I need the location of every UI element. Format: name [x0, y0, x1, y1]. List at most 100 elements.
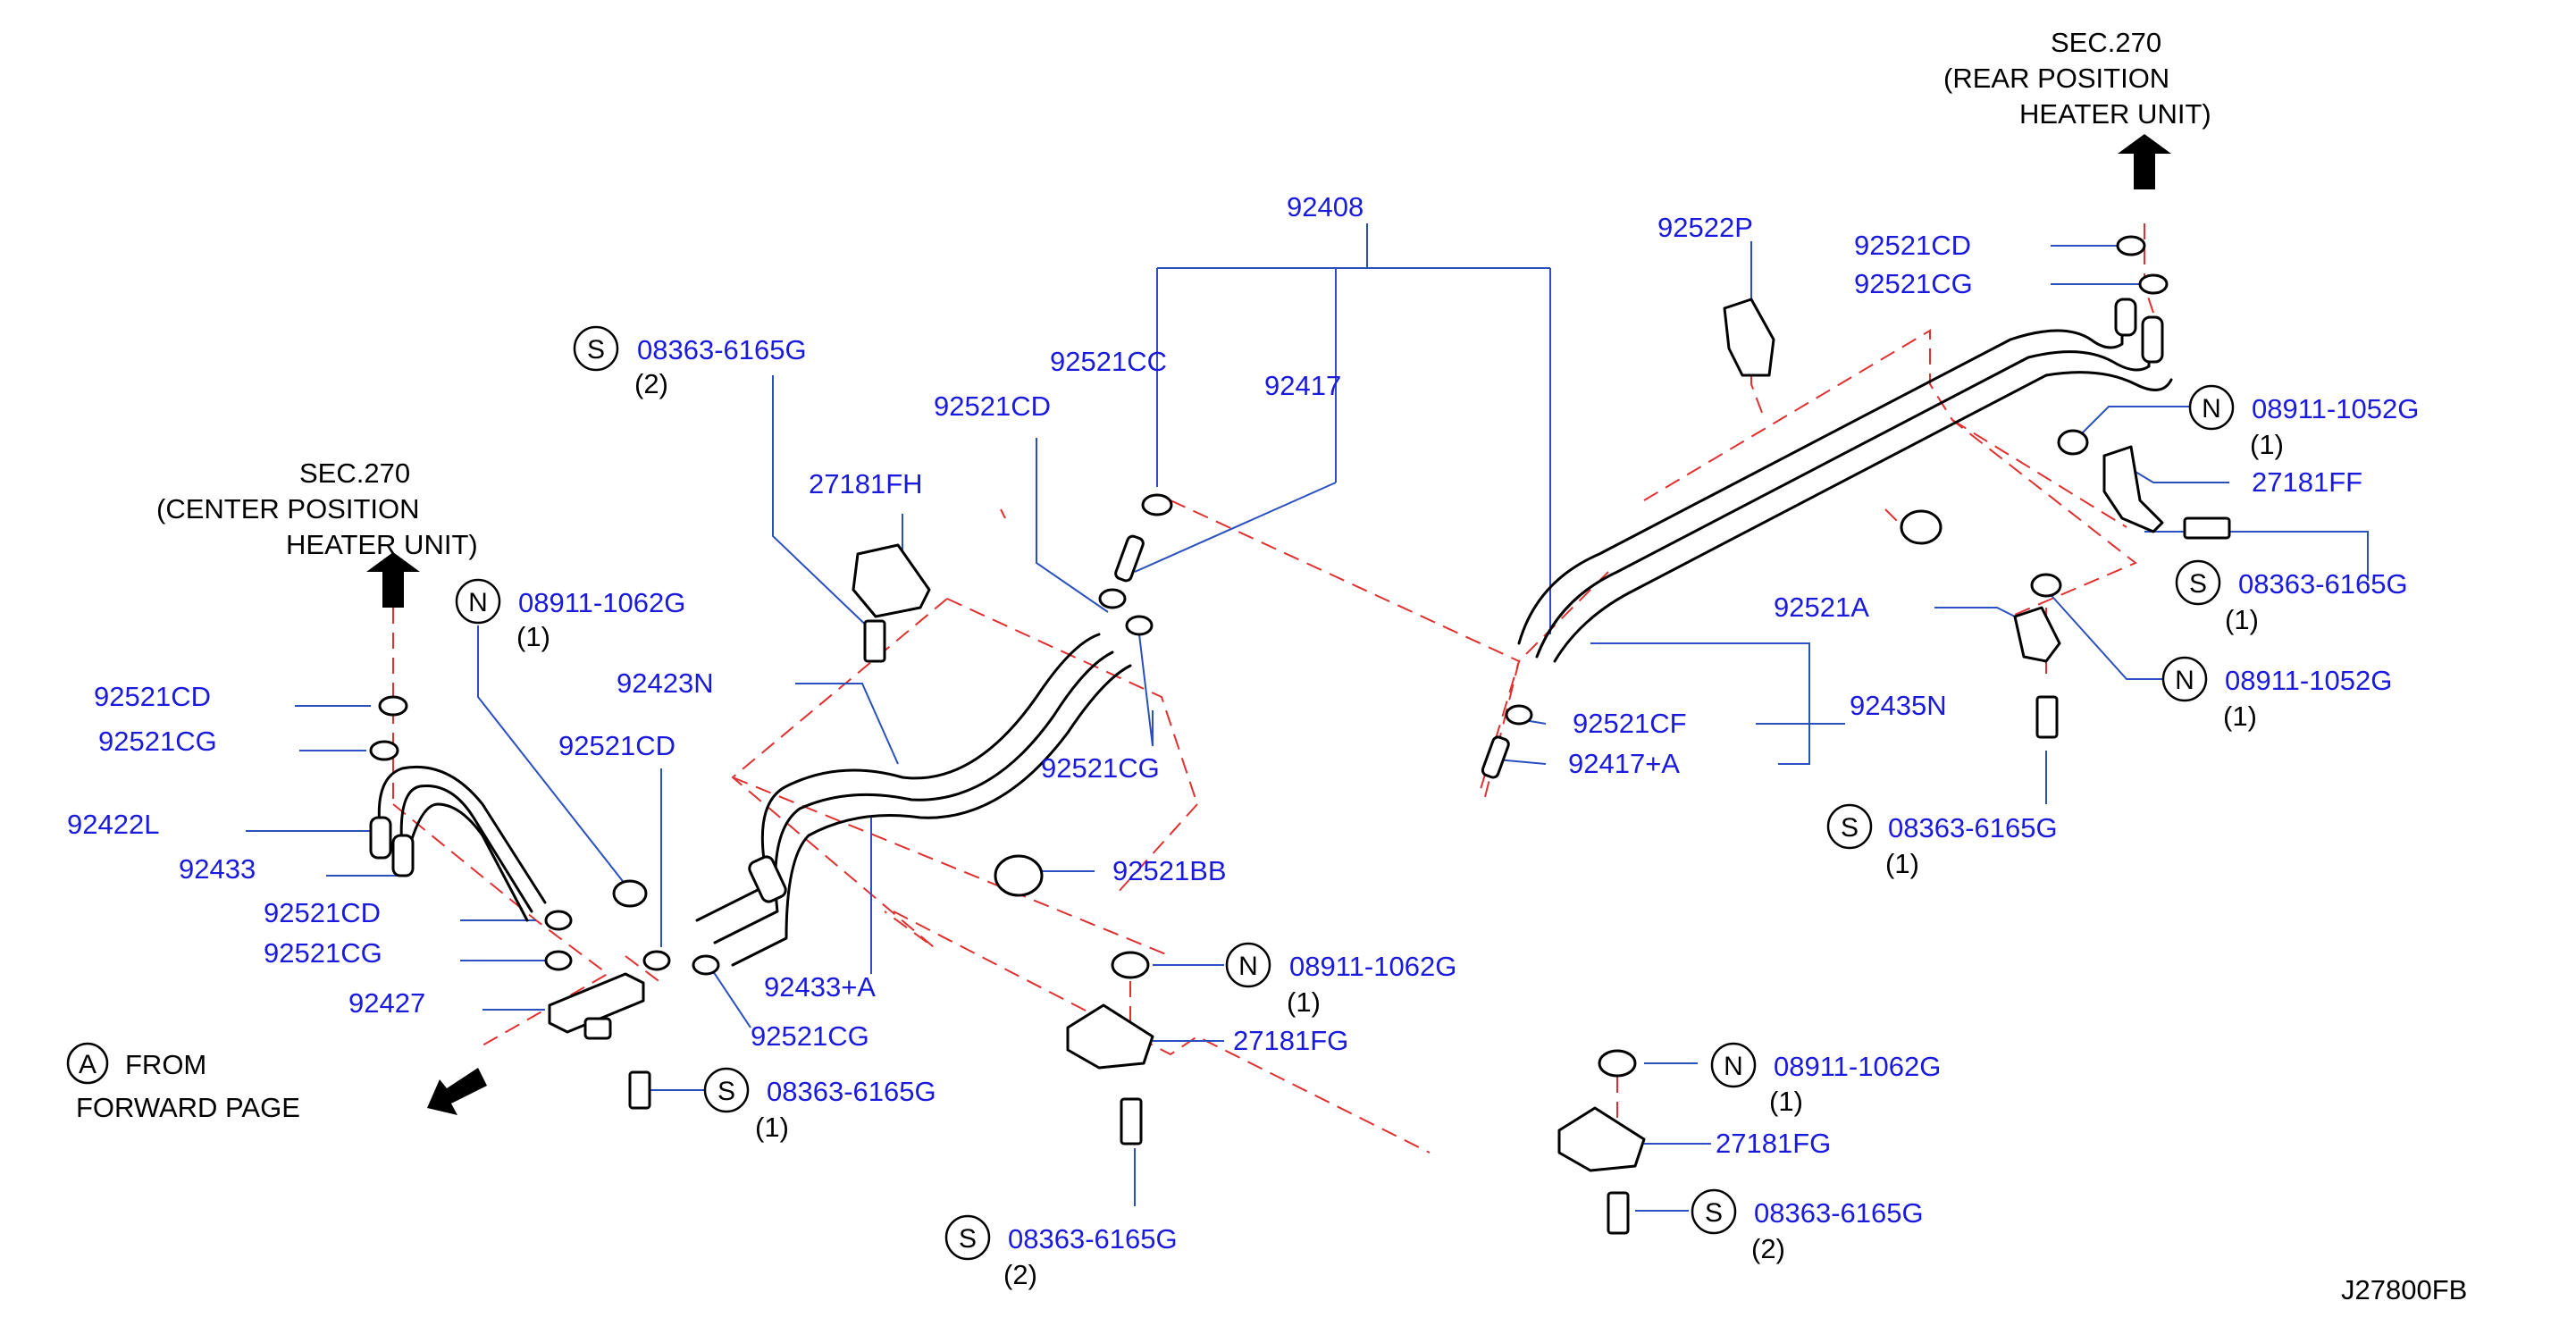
clamp-92521a [2013, 606, 2061, 663]
sec-ref-left: SEC.270 (CENTER POSITION HEATER UNIT) [156, 457, 478, 560]
callout-92423n: 92423N [617, 667, 714, 699]
from-letter-circle [66, 1042, 109, 1085]
fastener-qty: (2) [634, 368, 668, 399]
callout-92433: 92433 [179, 853, 256, 885]
fastener-callouts: S 08363-6165G (2) N 08911-1062G (1) S 08… [455, 325, 2419, 1290]
callout-92521cd-low: 92521CD [558, 730, 675, 761]
fastener-qty: (1) [2225, 604, 2259, 635]
fastener-circle [1225, 942, 1271, 988]
clamp-bb [994, 854, 1044, 897]
pipe-stub-92417a [1481, 735, 1510, 779]
fastener-letter: S [1705, 1198, 1723, 1228]
nut-left [612, 879, 648, 908]
nut-right-top [2057, 429, 2089, 456]
sec-right-line3: HEATER UNIT) [2019, 98, 2211, 130]
fastener-letter: S [2189, 569, 2207, 599]
callout-92521cf: 92521CF [1573, 708, 1687, 739]
hose-sleeve [748, 855, 787, 903]
fastener-letter: S [1841, 813, 1859, 843]
fastener-circle [1691, 1188, 1737, 1235]
fastener-circle [2188, 384, 2235, 431]
fastener-n-right-low: N 08911-1062G (1) [1710, 1042, 1941, 1117]
fastener-letter: N [2175, 666, 2194, 695]
clamp-cg-left [369, 740, 399, 761]
callout-92521cg-top: 92521CG [1854, 268, 1973, 299]
fastener-letter: N [468, 588, 488, 617]
callout-92521cc: 92521CC [1050, 346, 1167, 377]
pipe-end-top-1 [2114, 298, 2137, 337]
arrows [366, 134, 2171, 1115]
fastener-code: 08363-6165G [1008, 1223, 1178, 1255]
fastener-s-bottom-left: S 08363-6165G (1) [703, 1067, 936, 1143]
sec-right-line1: SEC.270 [2051, 27, 2161, 58]
callout-92417a: 92417+A [1568, 748, 1680, 779]
fastener-letter: N [2202, 394, 2221, 424]
part-callouts: 92408 92417 92521CC 92521CD 27181FH 9242… [67, 191, 2362, 1159]
pipe-stub [1114, 534, 1145, 583]
callout-92433a: 92433+A [764, 971, 876, 1003]
callout-92522p: 92522P [1657, 212, 1753, 243]
nut-right-mid [2030, 573, 2062, 598]
callout-92521cd-left2: 92521CD [264, 897, 381, 928]
fastener-s-right-mid: S 08363-6165G (1) [2175, 559, 2408, 635]
fastener-circle [944, 1214, 991, 1261]
clamp-cd-mid [1098, 588, 1127, 609]
fastener-letter: S [587, 335, 605, 365]
fastener-qty: (1) [1885, 848, 1919, 879]
bolt-27181fh [863, 619, 886, 663]
fastener-n-right-mid: N 08911-1052G (1) [2161, 656, 2392, 732]
fastener-code: 08363-6165G [637, 334, 807, 365]
arrow-up-left-icon [366, 552, 420, 608]
fastener-qty: (1) [1769, 1086, 1803, 1117]
fastener-letter: S [959, 1224, 977, 1254]
callout-92521cg-mid: 92521CG [1041, 752, 1160, 784]
fastener-circle [2161, 656, 2208, 702]
clip-92522p [1723, 298, 1775, 377]
nut-right-low [1598, 1049, 1637, 1078]
clamp-cd-top [2116, 235, 2146, 256]
callout-92521cd-left: 92521CD [94, 681, 211, 712]
callout-92417: 92417 [1264, 370, 1341, 401]
from-text-line1: FROM [125, 1049, 206, 1080]
callout-92521bb: 92521BB [1112, 855, 1227, 886]
fastener-code: 08911-1062G [1289, 951, 1456, 982]
fastener-qty: (2) [1751, 1233, 1785, 1264]
clamp-cg-top [2138, 273, 2169, 295]
pipe-end-top-2 [2141, 315, 2164, 364]
sec-left-line2: (CENTER POSITION [156, 493, 420, 525]
fastener-qty: (1) [1287, 986, 1321, 1018]
fastener-code: 08363-6165G [1888, 812, 2058, 843]
callout-27181ff: 27181FF [2252, 466, 2362, 498]
bracket-27181ff [2102, 445, 2164, 533]
clamp-cd-left [378, 695, 408, 717]
fastener-n-mid: N 08911-1062G (1) [1225, 942, 1456, 1018]
fastener-qty: (1) [516, 621, 550, 652]
connector-flange [583, 1017, 612, 1040]
nut-mid [1111, 951, 1150, 979]
sec-left-line3: HEATER UNIT) [286, 529, 478, 560]
bolt-bottom-left [628, 1070, 651, 1110]
callout-27181fg-right: 27181FG [1716, 1128, 1831, 1159]
hardware [369, 235, 2231, 1235]
fastener-s-right-low: S 08363-6165G (2) [1691, 1188, 1924, 1264]
fastener-code: 08363-6165G [767, 1076, 936, 1107]
bracket-27181fg-mid [1066, 1003, 1154, 1070]
fastener-code: 08911-1062G [518, 587, 685, 618]
fastener-n-right-top: N 08911-1052G (1) [2188, 384, 2419, 460]
clamp-cd-low [642, 950, 671, 971]
fastener-s-top-left: S 08363-6165G (2) [573, 325, 807, 399]
arrow-up-right-icon [2118, 134, 2171, 189]
callout-27181fh: 27181FH [809, 468, 923, 499]
fastener-letter: N [1238, 952, 1258, 981]
fastener-s-right-lower: S 08363-6165G (1) [1826, 803, 2058, 879]
fastener-qty: (2) [1003, 1259, 1037, 1290]
diagram-code: J27800FB [2341, 1274, 2467, 1305]
callout-92521cg-low: 92521CG [751, 1020, 869, 1052]
clamp-cf [1505, 704, 1533, 726]
fastener-circle [703, 1067, 750, 1113]
fastener-code: 08911-1052G [2252, 393, 2419, 424]
callout-27181fg-mid: 27181FG [1233, 1025, 1348, 1056]
bracket-27181fg-right [1557, 1106, 1646, 1172]
callout-92521cd-top: 92521CD [1854, 230, 1971, 261]
